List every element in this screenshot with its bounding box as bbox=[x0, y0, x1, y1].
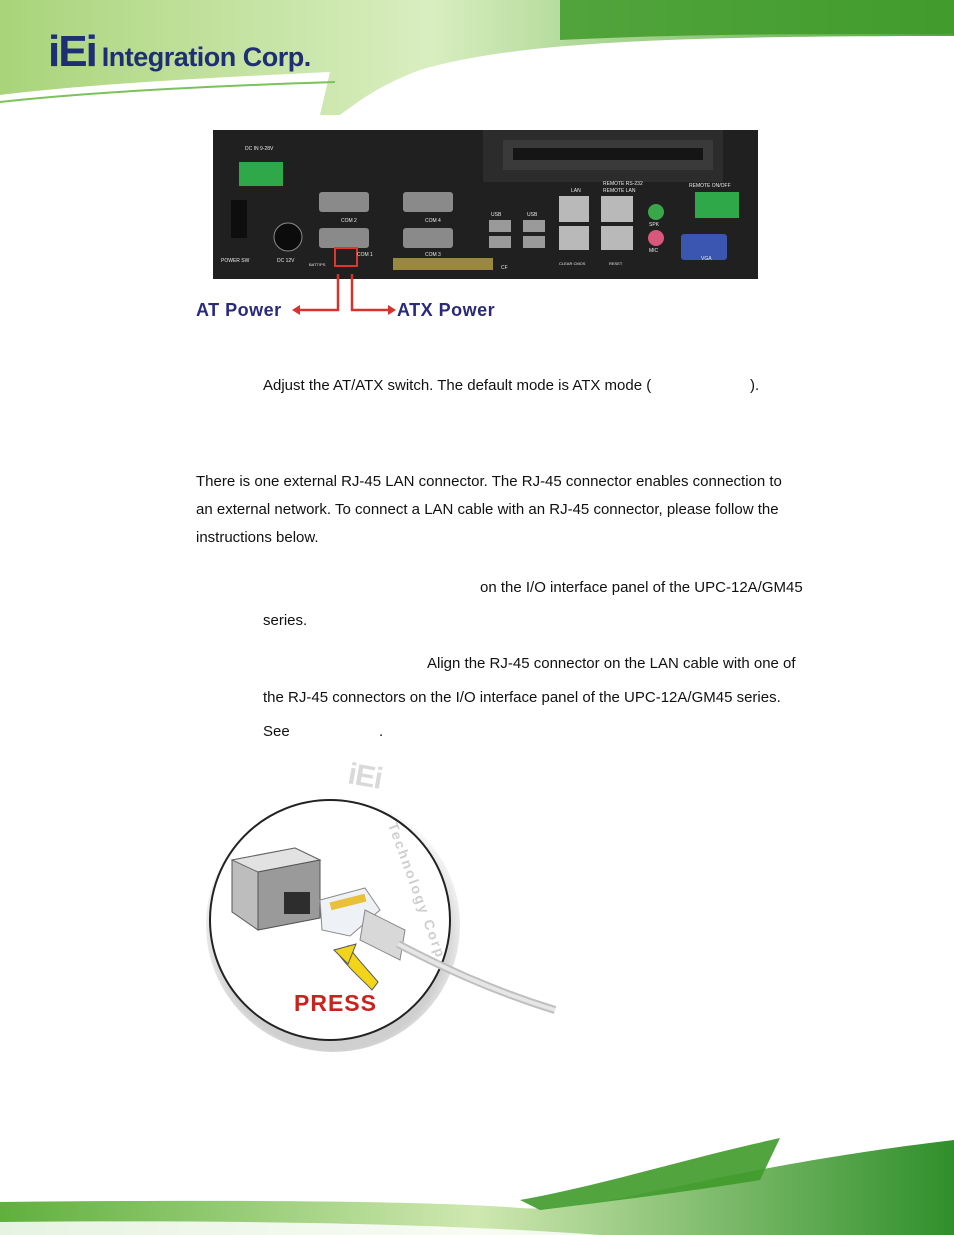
label-dc-in: DC IN 9-28V bbox=[245, 146, 274, 152]
label-usb-1: USB bbox=[491, 212, 502, 218]
lan-connection-illustration: iEi Technology Corp. PRESS bbox=[200, 757, 560, 1060]
io-panel-graphic bbox=[213, 130, 758, 279]
label-reset: RESET bbox=[609, 261, 623, 266]
at-power-label: AT Power bbox=[196, 300, 282, 320]
label-remote-onoff: REMOTE ON/OFF bbox=[689, 183, 731, 189]
label-com4: COM 4 bbox=[425, 218, 441, 224]
logo-mark: iEi bbox=[48, 27, 98, 76]
step-adjust-text: Adjust the AT/ATX switch. The default mo… bbox=[263, 377, 652, 394]
label-usb-2: USB bbox=[527, 212, 538, 218]
footer-graphic bbox=[0, 1138, 954, 1235]
step-adjust-text-end: ). bbox=[750, 377, 760, 394]
step2-see-end: . bbox=[379, 723, 384, 740]
label-remote-lan: REMOTE LAN bbox=[603, 188, 636, 194]
label-com1: COM 1 bbox=[357, 252, 373, 258]
label-remote-rs232: REMOTE RS-232 bbox=[603, 181, 643, 187]
press-label: PRESS bbox=[294, 990, 377, 1016]
company-logo: iEi Integration Corp. bbox=[48, 26, 311, 74]
step1-line-1: on the I/O interface panel of the UPC-12… bbox=[480, 579, 803, 596]
paragraph-line-3: instructions below. bbox=[196, 529, 319, 546]
step2-see: See bbox=[263, 723, 290, 740]
illustration-brand-mark: iEi bbox=[345, 757, 385, 796]
label-spk: SPK bbox=[649, 222, 660, 228]
label-power-sw: POWER SW bbox=[221, 258, 250, 264]
step1-line-2: series. bbox=[263, 612, 308, 629]
page-footer bbox=[0, 1130, 954, 1235]
label-battvps: BATT/PS bbox=[309, 262, 326, 267]
label-com3: COM 3 bbox=[425, 252, 441, 258]
lan-illustration-graphic bbox=[206, 798, 557, 1052]
label-com2: COM 2 bbox=[341, 218, 357, 224]
label-vga: VGA bbox=[701, 256, 712, 262]
header-graphic bbox=[0, 0, 954, 115]
paragraph-line-2: an external network. To connect a LAN ca… bbox=[196, 501, 779, 518]
switch-callout-arrows bbox=[292, 274, 396, 315]
label-cf: CF bbox=[501, 265, 508, 271]
step2-line-1: Align the RJ-45 connector on the LAN cab… bbox=[427, 655, 796, 672]
label-clear-cmos: CLEAR CMOS bbox=[559, 261, 586, 266]
paragraph-line-1: There is one external RJ-45 LAN connecto… bbox=[196, 473, 782, 490]
step2-line-2: the RJ-45 connectors on the I/O interfac… bbox=[263, 689, 781, 706]
label-mic: MIC bbox=[649, 248, 659, 254]
label-dc-12v: DC 12V bbox=[277, 258, 295, 264]
logo-text: Integration Corp. bbox=[101, 42, 312, 72]
io-panel-photo: DC IN 9-28V POWER SW DC 12V BATT/PS COM … bbox=[213, 130, 758, 279]
page-header: iEi Integration Corp. bbox=[0, 0, 954, 115]
atx-power-label: ATX Power bbox=[397, 300, 496, 320]
label-lan: LAN bbox=[571, 188, 581, 194]
